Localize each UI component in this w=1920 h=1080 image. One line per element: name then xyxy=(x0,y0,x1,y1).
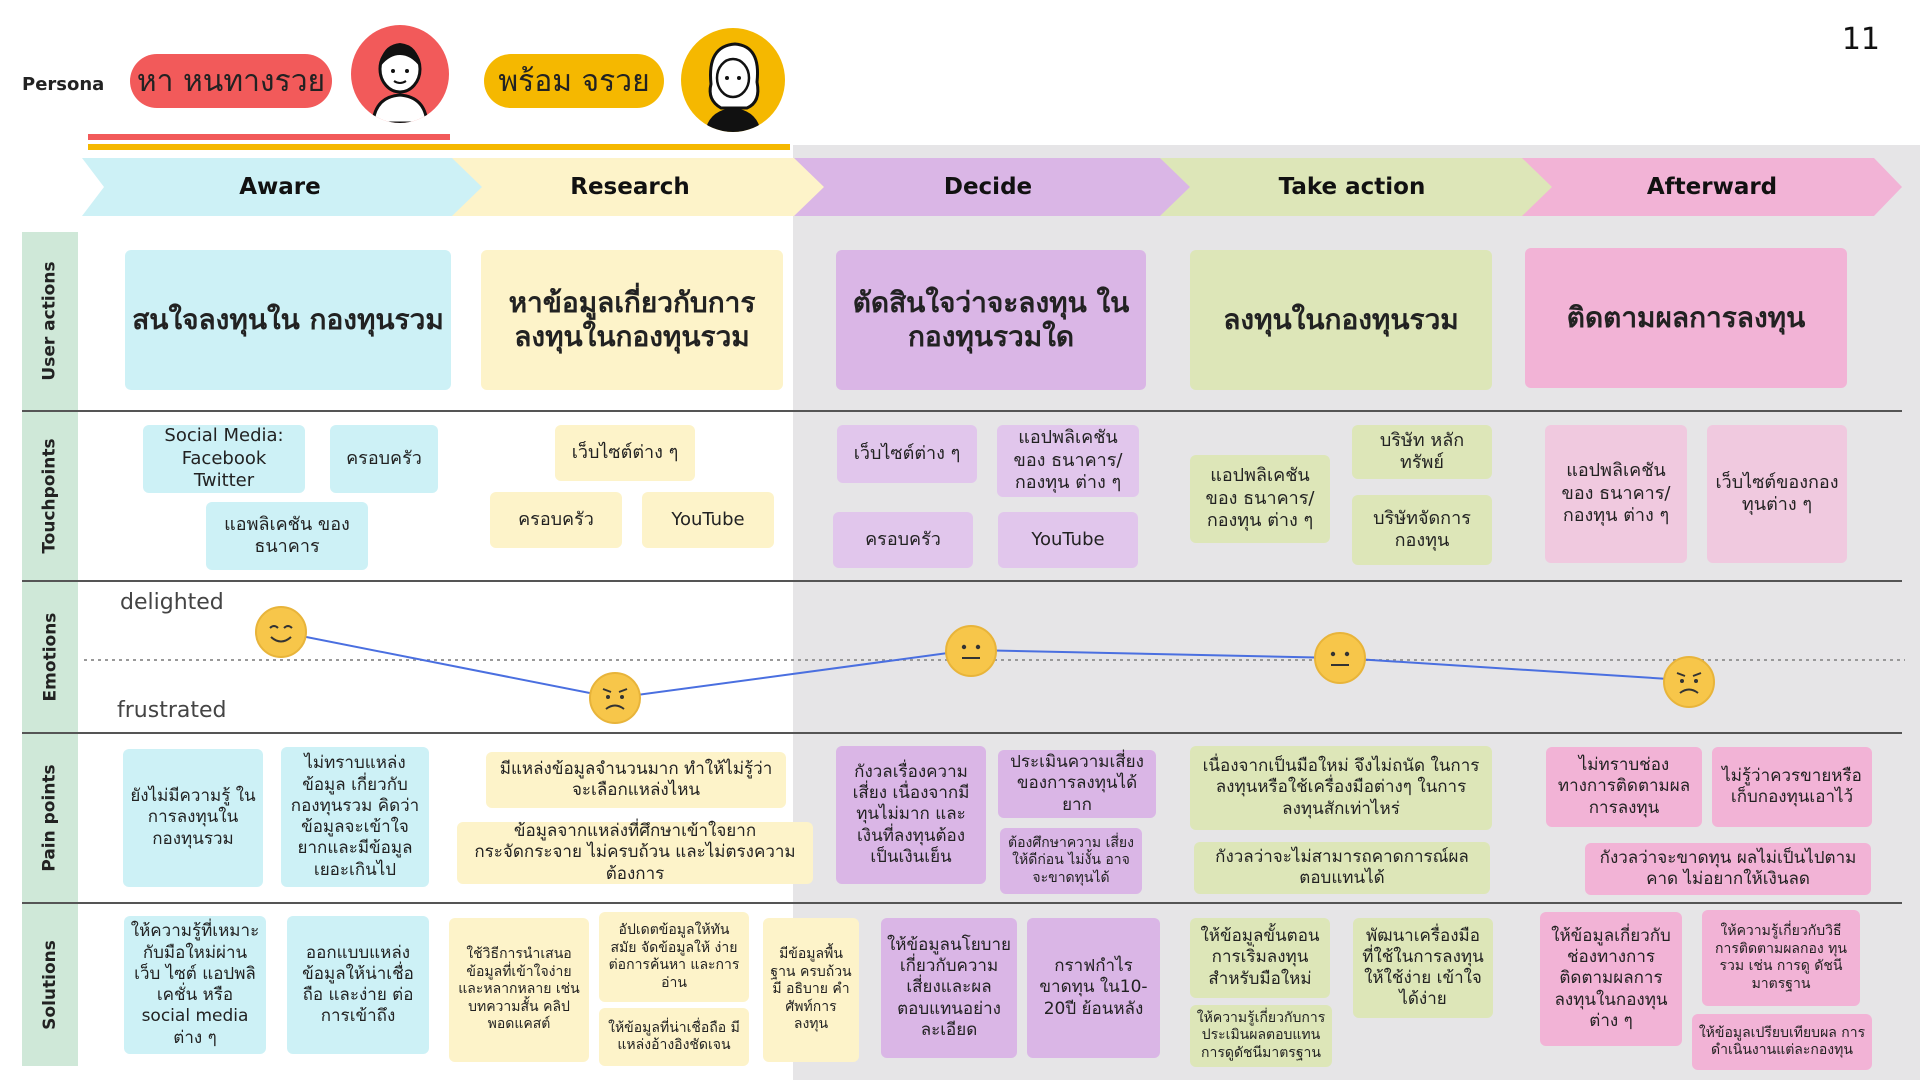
stage-chevrons xyxy=(82,158,1902,216)
solution-card: ให้ข้อมูลที่น่าเชื่อถือ มีแหล่งอ้างอิงชั… xyxy=(599,1008,749,1066)
touchpoint-card: ครอบครัว xyxy=(330,425,438,493)
neutral-face-icon xyxy=(1314,632,1366,684)
solution-card: มีข้อมูลพื้นฐาน ครบถ้วน มี อธิบาย คำศัพท… xyxy=(763,918,859,1062)
solution-card: พัฒนาเครื่องมือ ที่ใช้ในการลงทุน ให้ใช้ง… xyxy=(1353,918,1493,1018)
row-divider xyxy=(22,410,1902,412)
touchpoint-card: แอปพลิเคชันของ ธนาคาร/กองทุน ต่าง ๆ xyxy=(997,425,1139,497)
chevron-decide xyxy=(794,158,1232,216)
user-action-aware: สนใจลงทุนใน กองทุนรวม xyxy=(125,250,451,390)
touchpoint-card: แอปพลิเคชันของ ธนาคาร/กองทุน ต่าง ๆ xyxy=(1190,455,1330,543)
persona-2-pill: พร้อม จรวย xyxy=(484,54,664,108)
stage-decide-label: Decide xyxy=(943,174,1033,200)
happy-face-icon xyxy=(255,606,307,658)
row-divider xyxy=(22,902,1902,904)
solution-card: ให้ข้อมูลเกี่ยวกับ ช่องทางการ ติดตามผลกา… xyxy=(1540,912,1682,1046)
persona-1-avatar xyxy=(351,25,449,123)
persona-2-underline xyxy=(88,144,790,150)
solution-card: ให้ความรู้เกี่ยวกับการ ประเมินผลตอบแทน ก… xyxy=(1190,1005,1332,1067)
pain-point-card: ไม่รู้ว่าควรขายหรือ เก็บกองทุนเอาไว้ xyxy=(1712,747,1872,827)
stage-afterward-label: Afterward xyxy=(1646,174,1778,200)
pain-point-card: ประเมินความเสี่ยง ของการลงทุนได้ยาก xyxy=(998,750,1156,818)
slide-number: 11 xyxy=(1841,22,1880,57)
solution-card: ให้ความรู้ที่เหมาะ กับมือใหม่ผ่านเว็บ ไซ… xyxy=(124,916,266,1054)
touchpoint-card: แอปพลิเคชันของ ธนาคาร/กองทุน ต่าง ๆ xyxy=(1545,425,1687,563)
touchpoint-card: เว็บไซต์ต่าง ๆ xyxy=(837,425,977,483)
persona-1-pill: หา หนทางรวย xyxy=(130,54,332,108)
solution-card: ให้ข้อมูลเปรียบเทียบผล การดำเนินงานแต่ละ… xyxy=(1692,1014,1872,1070)
row-label-touchpoints: Touchpoints xyxy=(22,412,78,580)
row-label-user-actions: User actions xyxy=(22,232,78,410)
pain-point-card: ข้อมูลจากแหล่งที่ศึกษาเข้าใจยาก กระจัดกร… xyxy=(457,821,813,884)
stage-aware-label: Aware xyxy=(239,174,321,200)
touchpoint-card: Social Media: Facebook Twitter xyxy=(143,425,305,493)
pain-point-card: ไม่ทราบช่อง ทางการติดตามผล การลงทุน xyxy=(1546,747,1702,827)
stage-research-label: Research xyxy=(570,174,690,200)
pain-point-card: เนื่องจากเป็นมือใหม่ จึงไม่ถนัด ในการลงท… xyxy=(1190,746,1492,830)
touchpoint-card: YouTube xyxy=(642,492,774,548)
touchpoint-card: บริษัท หลักทรัพย์ xyxy=(1352,425,1492,479)
row-divider xyxy=(22,580,1902,582)
touchpoint-card: เว็บไซต์ต่าง ๆ xyxy=(555,425,695,481)
pain-point-card: มีแหล่งข้อมูลจำนวนมาก ทำให้ไม่รู้ว่าจะเล… xyxy=(486,752,786,808)
solution-card: ใช้วิธีการนำเสนอ ข้อมูลที่เข้าใจง่าย และ… xyxy=(449,918,589,1062)
solution-card: อัปเดตข้อมูลให้ทัน สมัย จัดข้อมูลให้ ง่า… xyxy=(599,912,749,1002)
row-label-solutions: Solutions xyxy=(22,904,78,1066)
solution-card: กราฟกำไร ขาดทุน ใน10-20ปี ย้อนหลัง xyxy=(1027,918,1160,1058)
touchpoint-card: ครอบครัว xyxy=(490,492,622,548)
user-action-decide: ตัดสินใจว่าจะลงทุน ในกองทุนรวมใด xyxy=(836,250,1146,390)
emotion-frustrated-label: frustrated xyxy=(117,698,227,723)
user-action-research: หาข้อมูลเกี่ยวกับการ ลงทุนในกองทุนรวม xyxy=(481,250,783,390)
sad-face-icon xyxy=(1663,656,1715,708)
user-action-take-action: ลงทุนในกองทุนรวม xyxy=(1190,250,1492,390)
solution-card: ให้ข้อมูลขั้นตอน การเริ่มลงทุน สำหรับมือ… xyxy=(1190,918,1330,998)
pain-point-card: กังวลเรื่องความ เสี่ยง เนื่องจากมี ทุนไม… xyxy=(836,746,986,884)
chevron-aware xyxy=(82,158,492,216)
persona-2-avatar xyxy=(681,28,785,132)
row-divider xyxy=(22,732,1902,734)
persona-1-underline xyxy=(88,134,450,140)
persona-label: Persona xyxy=(22,74,105,95)
solution-card: ออกแบบแหล่ง ข้อมูลให้น่าเชื่อถือ และง่าย… xyxy=(287,916,429,1054)
touchpoint-card: บริษัทจัดการ กองทุน xyxy=(1352,495,1492,565)
emotion-delighted-label: delighted xyxy=(120,590,224,615)
row-label-pain-points: Pain points xyxy=(22,734,78,902)
touchpoint-card: YouTube xyxy=(998,512,1138,568)
user-action-afterward: ติดตามผลการลงทุน xyxy=(1525,248,1847,388)
woman-avatar-icon xyxy=(371,43,429,123)
solution-card: ให้ข้อมูลนโยบาย เกี่ยวกับความ เสี่ยงและผ… xyxy=(881,918,1017,1058)
chevron-take-action xyxy=(1160,158,1574,216)
woman-avatar-icon xyxy=(705,42,761,132)
persona-1-name: หา หนทางรวย xyxy=(136,63,326,99)
chevron-research xyxy=(452,158,874,216)
sad-face-icon xyxy=(589,672,641,724)
touchpoint-card: เว็บไซต์ของกอง ทุนต่าง ๆ xyxy=(1707,425,1847,563)
solution-card: ให้ความรู้เกี่ยวกับวิธี การติดตามผลกอง ท… xyxy=(1702,910,1860,1006)
chevron-afterward xyxy=(1522,158,1902,216)
neutral-face-icon xyxy=(945,625,997,677)
touchpoint-card: ครอบครัว xyxy=(833,512,973,568)
pain-point-card: กังวลว่าจะขาดทุน ผลไม่เป็นไปตามคาด ไม่อย… xyxy=(1585,843,1871,895)
touchpoint-card: แอพลิเคชัน ของธนาคาร xyxy=(206,502,368,570)
stage-take-action-label: Take action xyxy=(1278,174,1426,200)
pain-point-card: ยังไม่มีความรู้ ในการลงทุนใน กองทุนรวม xyxy=(123,749,263,887)
pain-point-card: กังวลว่าจะไม่สามารถคาดการณ์ผล ตอบแทนได้ xyxy=(1194,842,1490,894)
pain-point-card: ต้องศึกษาความ เสี่ยงให้ดีก่อน ไม่งั้น อา… xyxy=(1000,828,1142,894)
pain-point-card: ไม่ทราบแหล่งข้อมูล เกี่ยวกับกองทุนรวม คิ… xyxy=(281,747,429,887)
persona-2-name: พร้อม จรวย xyxy=(498,63,650,99)
row-label-emotions: Emotions xyxy=(22,582,78,732)
